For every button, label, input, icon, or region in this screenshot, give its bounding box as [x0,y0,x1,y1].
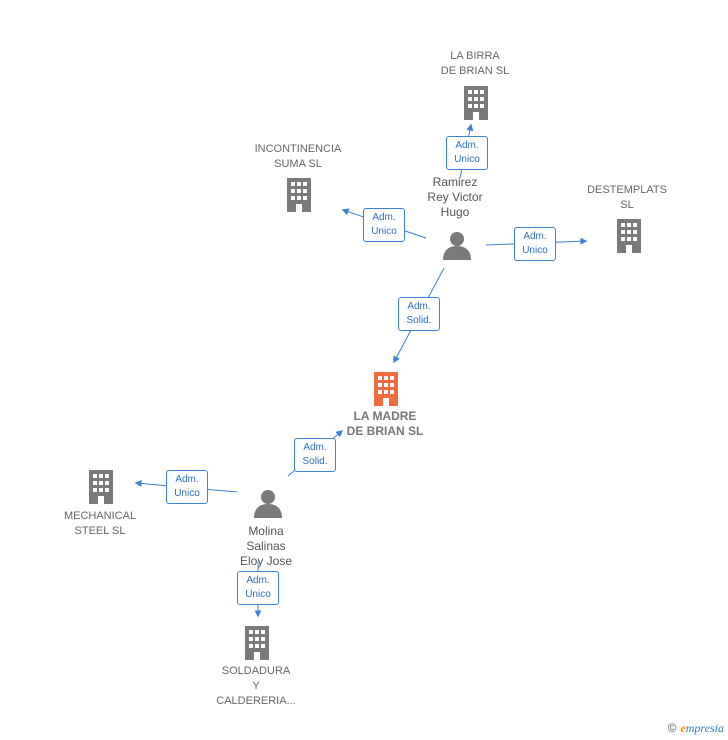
edge-label-ramirez-la-birra: Adm. Unico [446,136,488,170]
label-la-birra[interactable]: LA BIRRA DE BRIAN SL [440,50,510,77]
edge-label-ramirez-destemplats: Adm. Unico [514,227,556,261]
building-icon-destemplats[interactable] [614,217,644,253]
building-icon-la-madre[interactable] [371,370,401,406]
person-icon-molina[interactable] [253,488,283,518]
edge-label-ramirez-incontinencia: Adm. Unico [363,208,405,242]
building-icon-mechanical[interactable] [86,468,116,504]
edge-label-molina-mechanical: Adm. Unico [166,470,208,504]
label-soldadura[interactable]: SOLDADURA Y CALDERERIA... [216,665,296,707]
copyright-symbol: © [667,721,677,735]
edge-label-ramirez-la-madre: Adm. Solid. [398,297,440,331]
building-icon-la-birra[interactable] [461,84,491,120]
label-molina[interactable]: Molina Salinas Eloy Jose [239,524,293,568]
edge-label-molina-soldadura: Adm. Unico [237,571,279,605]
label-la-madre[interactable]: LA MADRE DE BRIAN SL [346,409,424,438]
person-icon-ramirez[interactable] [442,230,472,260]
building-icon-soldadura[interactable] [242,624,272,660]
building-icon-incontinencia[interactable] [284,176,314,212]
edge-label-molina-la-madre: Adm. Solid. [294,438,336,472]
label-destemplats[interactable]: DESTEMPLATS SL [587,184,667,211]
brand-e: e [680,721,686,735]
label-incontinencia[interactable]: INCONTINENCIA SUMA SL [254,143,342,170]
empresia-logo: ©empresia [668,721,724,736]
label-ramirez[interactable]: Ramirez Rey Victor Hugo [427,175,483,219]
brand-rest: mpresia [685,721,724,735]
label-mechanical[interactable]: MECHANICAL STEEL SL [63,510,137,537]
